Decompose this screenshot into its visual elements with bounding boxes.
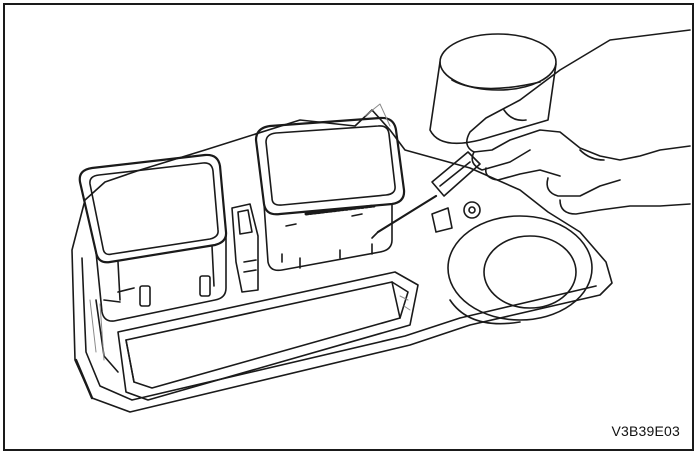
center-clip (231, 203, 259, 293)
left-cup-holder (78, 153, 228, 322)
storage-tray (117, 271, 419, 401)
figure-code: V3B39E03 (611, 423, 680, 439)
right-cup-holder (254, 116, 406, 272)
shading (89, 103, 411, 361)
held-cup (429, 33, 557, 145)
hand (466, 29, 691, 215)
round-recess (431, 201, 593, 325)
figure-frame (3, 3, 694, 451)
console-panel (71, 109, 613, 413)
screwdriver (371, 151, 481, 239)
